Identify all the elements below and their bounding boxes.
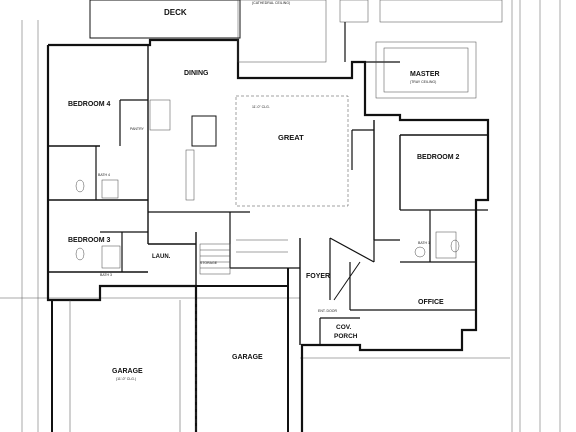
room-label-dining: DINING — [184, 70, 209, 77]
plumbing-fixtures — [75, 179, 460, 269]
room-label-foyer: FOYER — [306, 273, 330, 280]
room-label-great: GREAT — [278, 133, 304, 142]
note-cathedral-ceiling: (CATHEDRAL CEILING) — [252, 1, 290, 5]
kitchen-counter-2 — [149, 99, 171, 131]
note-ent-door: ENT. DOOR — [318, 309, 338, 313]
room-label-bedroom3: BEDROOM 3 — [68, 237, 111, 244]
foyer-angle-wall — [333, 261, 361, 301]
room-label-garage-left: GARAGE — [112, 368, 143, 375]
great-room-ceiling-line — [235, 95, 349, 207]
interior-walls — [48, 22, 488, 345]
room-label-bedroom4: BEDROOM 4 — [68, 101, 111, 108]
note-bath4: BATH 4 — [98, 173, 110, 177]
note-bath1: BATH 1 — [418, 241, 430, 245]
room-label-porch: PORCH — [334, 333, 358, 340]
dimension-lines — [0, 0, 561, 432]
note-great-ceiling: 11'-0" CLG. — [252, 105, 270, 109]
room-label-cov: COV. — [336, 324, 351, 331]
note-pantry: PANTRY — [130, 127, 145, 131]
room-label-garage-left-ceiling: (11'-0" CLG.) — [116, 377, 136, 381]
room-label-office: OFFICE — [418, 299, 444, 306]
kitchen-counter — [185, 149, 195, 201]
stairs — [199, 239, 288, 275]
note-bath3: BATH 3 — [100, 273, 112, 277]
master-tray-ceiling — [375, 41, 477, 99]
room-label-deck: DECK — [164, 8, 187, 17]
room-label-master: MASTER — [410, 71, 440, 78]
room-label-garage-center: GARAGE — [232, 354, 263, 361]
master-tray-inner — [383, 47, 469, 93]
deck-area — [89, 0, 503, 63]
note-storage: STORAGE — [200, 261, 218, 265]
room-label-master-ceiling: (TRAY CEILING) — [410, 80, 436, 84]
room-label-laun: LAUN. — [152, 254, 171, 260]
room-label-bedroom2: BEDROOM 2 — [417, 154, 460, 161]
kitchen-island — [191, 115, 217, 147]
